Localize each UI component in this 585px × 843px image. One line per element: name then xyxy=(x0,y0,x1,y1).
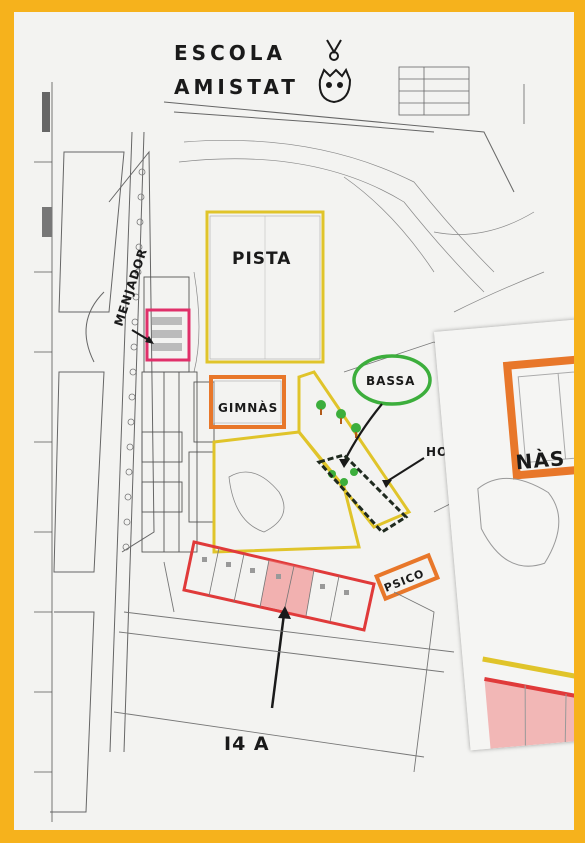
bassa-label: BASSA xyxy=(366,374,415,388)
pista-area xyxy=(205,210,325,364)
gimnas-area xyxy=(209,375,286,429)
tree-row xyxy=(122,168,146,551)
playground-detail xyxy=(228,471,285,533)
bassa-outline xyxy=(352,354,432,406)
hort-arrow-head xyxy=(382,480,392,488)
street-lines xyxy=(50,101,515,813)
mascot-icon xyxy=(318,39,352,104)
school-name-line2: AMISTAT xyxy=(174,75,299,99)
terrain-contours xyxy=(178,140,545,373)
zoom-inset-label: NÀS xyxy=(514,446,567,475)
menjador-area xyxy=(145,308,191,362)
bassa-arrow-head xyxy=(339,459,350,468)
classrooms-strip xyxy=(182,540,376,632)
menjador-arrow-head xyxy=(145,336,154,344)
gimnas-label: GIMNÀS xyxy=(218,400,278,415)
class-label: I4 A xyxy=(224,733,270,755)
psico-area xyxy=(373,552,441,602)
hort-arrow xyxy=(385,457,425,483)
bottom-street xyxy=(113,561,455,773)
school-name-line1: ESCOLA xyxy=(174,41,286,65)
playground-outline xyxy=(212,430,361,554)
class-arrow xyxy=(270,613,286,709)
class-arrow-head xyxy=(278,606,291,619)
zoom-inset: NÀS xyxy=(434,314,574,751)
zoom-inset-map xyxy=(434,314,574,751)
plan-title-block xyxy=(34,82,53,822)
pista-label: PISTA xyxy=(232,249,291,269)
main-building xyxy=(141,276,215,553)
site-plan-paper: PISTA MENJADOR GIMNÀS xyxy=(14,12,574,830)
hort-outline xyxy=(316,453,409,534)
plan-stamp xyxy=(398,66,525,124)
garden-band xyxy=(297,370,412,529)
